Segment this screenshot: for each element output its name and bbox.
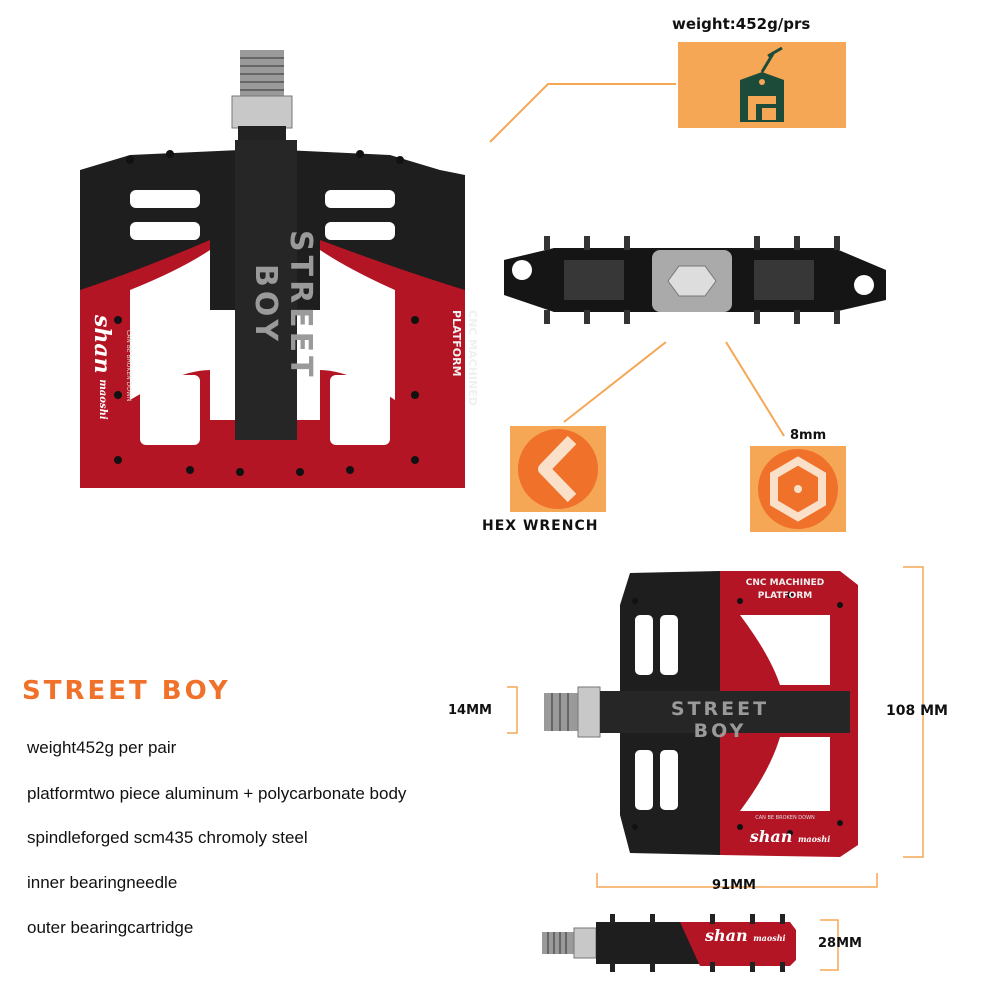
pedal-side-text: CAN BE BROKEN DOWN (125, 330, 132, 402)
hex-wrench-badge (510, 426, 606, 512)
thin-pedal-logo: shan maoshi (705, 926, 795, 945)
dimension-pedal-image: STREET BOY CNC MACHINED PLATFORM CAN BE … (540, 565, 870, 865)
weight-label: weight:452g/prs (672, 15, 811, 33)
weight-leader-line (489, 83, 676, 143)
dim-width-label: 91MM (712, 878, 756, 893)
dim-axle-label: 14MM (448, 703, 492, 718)
pedal-logo: shan maoshi (75, 315, 115, 465)
pedal-platform-text: CNC MACHINED PLATFORM (420, 310, 480, 460)
logo-text-main: shan (89, 315, 115, 374)
spec-weight: weight452g per pair (27, 738, 177, 757)
hex-size-label: 8mm (790, 428, 827, 443)
platform-text-line-1: CNC MACHINED (466, 310, 479, 406)
hex-wrench-icon (518, 429, 598, 509)
dim-thickness-label: 28MM (818, 936, 862, 951)
dim-pedal-platform-text: CNC MACHINED PLATFORM (730, 577, 840, 603)
spec-spindle: spindleforged scm435 chromoly steel (27, 828, 308, 847)
dim-length-label: 108 MM (886, 703, 948, 719)
hex-size-badge (750, 446, 846, 532)
dim-pedal-side-text: CAN BE BROKEN DOWN (755, 815, 815, 821)
hex-bolt-icon (758, 449, 838, 529)
hex-leader-lines (563, 341, 785, 437)
spec-outer-bearing: outer bearingcartridge (27, 918, 194, 937)
dim-pedal-brand-text: STREET BOY (670, 698, 770, 742)
weight-badge (678, 42, 846, 128)
spec-platform: platformtwo piece aluminum + polycarbona… (27, 784, 407, 803)
thin-logo-text-main: shan (705, 926, 748, 945)
product-name-heading: STREET BOY (22, 676, 231, 706)
dim-pedal-logo: shan maoshi (735, 827, 845, 846)
dim-platform-text-line-1: CNC MACHINED (745, 578, 825, 588)
thickness-pedal-image: shan maoshi (540, 910, 800, 972)
spec-inner-bearing: inner bearingneedle (27, 873, 178, 892)
dim-logo-text-main: shan (749, 827, 793, 846)
main-pedal-image: STREET BOY CNC MACHINED PLATFORM CAN BE … (70, 40, 490, 510)
dim-platform-text-line-2: PLATFORM (757, 591, 813, 601)
side-profile-pedal-image (494, 230, 894, 330)
thickness-dimension-line (820, 919, 839, 971)
dim-logo-text-sub: maoshi (797, 834, 831, 844)
weight-tag-icon (740, 46, 784, 122)
hex-wrench-label: HEX WRENCH (482, 518, 599, 534)
platform-text-line-2: PLATFORM (450, 310, 463, 377)
logo-text-sub: maoshi (97, 379, 108, 420)
dimension-lines (507, 566, 924, 888)
pedal-brand-text: STREET BOY (248, 229, 318, 381)
thin-logo-text-sub: maoshi (753, 933, 786, 943)
